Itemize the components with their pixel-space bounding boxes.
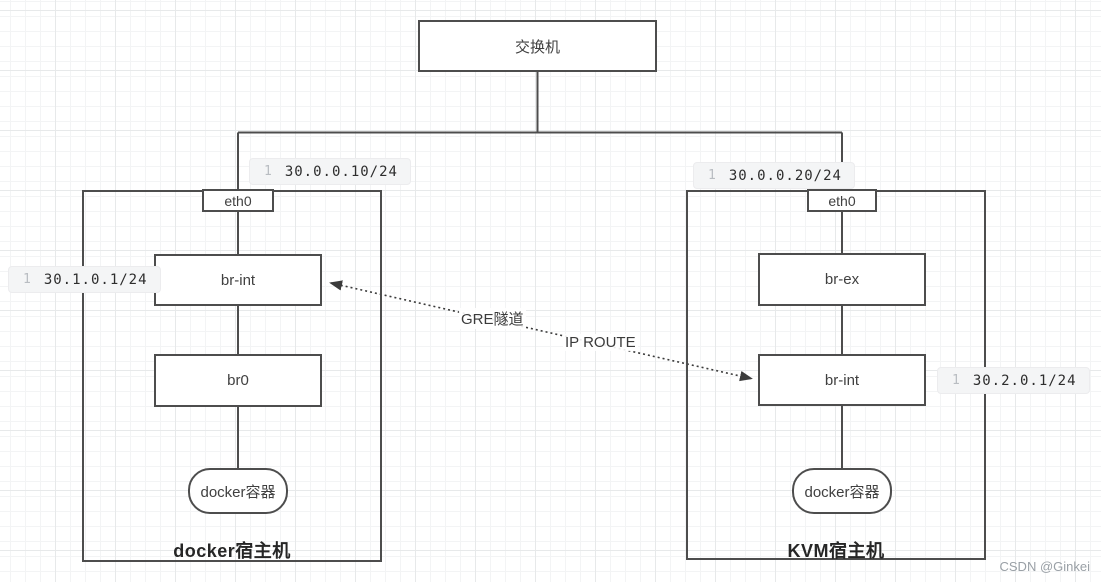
ip-chip-docker-br-int: 1 30.1.0.1/24 xyxy=(8,266,161,293)
switch-node: 交换机 xyxy=(418,20,657,72)
docker-br-int-label: br-int xyxy=(220,271,256,289)
ip-chip-docker-eth0: 1 30.0.0.10/24 xyxy=(249,158,411,185)
docker-eth0-node: eth0 xyxy=(202,189,274,212)
docker-br-int-node: br-int xyxy=(154,254,322,306)
kvm-eth0-node: eth0 xyxy=(807,189,877,212)
docker-container-node: docker容器 xyxy=(188,468,288,514)
docker-br0-node: br0 xyxy=(154,354,322,407)
ip-chip-kvm-br-int: 1 30.2.0.1/24 xyxy=(937,367,1090,394)
ip-route-label: IP ROUTE xyxy=(563,334,638,351)
ip-chip-kvm-eth0: 1 30.0.0.20/24 xyxy=(693,162,855,189)
ip-address-value: 30.0.0.20/24 xyxy=(728,167,842,184)
chip-line-number: 1 xyxy=(264,164,272,179)
chip-line-number: 1 xyxy=(952,373,960,388)
kvm-eth0-label: eth0 xyxy=(828,192,856,209)
kvm-br-ex-label: br-ex xyxy=(824,271,860,288)
csdn-watermark: CSDN @Ginkei xyxy=(999,559,1091,574)
docker-host-title: docker宿主机 xyxy=(173,541,291,561)
docker-eth0-label: eth0 xyxy=(224,192,252,209)
kvm-container-label: docker容器 xyxy=(804,483,880,501)
docker-br0-label: br0 xyxy=(227,372,249,389)
kvm-br-int-node: br-int xyxy=(758,354,926,406)
kvm-br-ex-node: br-ex xyxy=(758,253,926,306)
chip-line-number: 1 xyxy=(708,168,716,183)
kvm-container-node: docker容器 xyxy=(792,468,892,514)
ip-address-value: 30.1.0.1/24 xyxy=(43,271,148,288)
kvm-host-title: KVM宿主机 xyxy=(787,541,885,561)
gre-tunnel-label: GRE隧道 xyxy=(459,308,526,329)
ip-address-value: 30.0.0.10/24 xyxy=(284,163,398,180)
kvm-br-int-label: br-int xyxy=(824,371,860,389)
switch-label: 交换机 xyxy=(514,38,560,56)
ip-address-value: 30.2.0.1/24 xyxy=(972,372,1077,389)
docker-container-label: docker容器 xyxy=(200,483,276,501)
chip-line-number: 1 xyxy=(23,272,31,287)
